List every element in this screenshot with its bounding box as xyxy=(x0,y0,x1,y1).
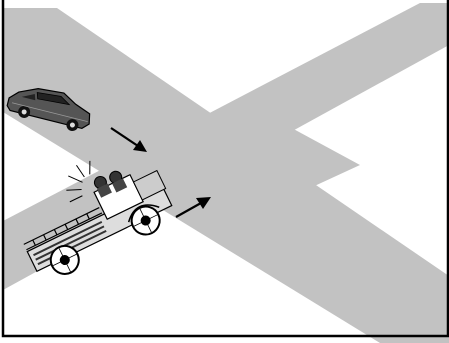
arrow-up-right-icon xyxy=(175,197,211,218)
road-center xyxy=(120,100,360,225)
car-icon xyxy=(6,88,91,132)
fire-truck-icon xyxy=(23,160,173,275)
arrow-down-right-icon xyxy=(110,127,147,152)
